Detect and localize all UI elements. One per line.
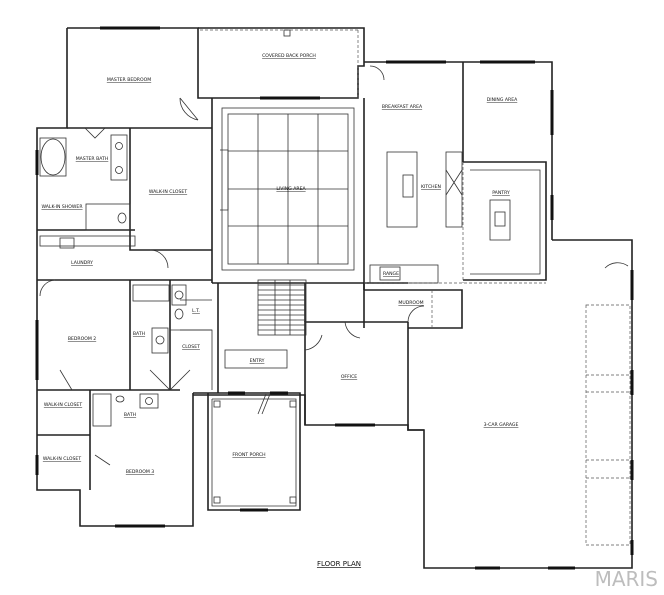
- label-walk-in-closet-master: WALK-IN CLOSET: [149, 189, 187, 195]
- watermark-text: MARIS: [594, 567, 658, 591]
- label-walk-in-shower: WALK-IN SHOWER: [41, 204, 83, 210]
- doors: [39, 65, 629, 466]
- label-range: RANGE: [383, 271, 399, 277]
- label-dining-area: DINING AREA: [487, 97, 518, 103]
- room-labels: COVERED BACK PORCH MASTER BEDROOM MASTER…: [41, 53, 518, 568]
- label-bedroom-3: BEDROOM 3: [126, 469, 154, 475]
- windows: [35, 26, 634, 570]
- label-closet: CLOSET: [182, 344, 200, 350]
- label-covered-back-porch: COVERED BACK PORCH: [262, 53, 316, 59]
- label-office: OFFICE: [341, 374, 357, 380]
- label-bedroom-2: BEDROOM 2: [68, 336, 96, 342]
- label-living-area: LIVING AREA: [276, 186, 306, 192]
- exterior-walls: [36, 27, 633, 569]
- label-garage: 3-CAR GARAGE: [484, 422, 519, 428]
- label-pantry: PANTRY: [492, 190, 510, 196]
- plan-title: FLOOR PLAN: [317, 560, 361, 568]
- label-walk-in-closet-2: WALK-IN CLOSET: [44, 402, 82, 408]
- fixtures: [39, 29, 511, 504]
- label-master-bedroom: MASTER BEDROOM: [107, 77, 151, 83]
- label-breakfast-area: BREAKFAST AREA: [382, 104, 423, 110]
- label-front-porch: FRONT PORCH: [232, 452, 265, 458]
- label-master-bath: MASTER BATH: [76, 156, 109, 162]
- label-laundry: LAUNDRY: [71, 260, 93, 266]
- label-bath-center: BATH: [133, 331, 145, 337]
- label-mudroom: MUDROOM: [398, 300, 423, 306]
- label-lt: L.T.: [192, 308, 200, 314]
- label-walk-in-closet-3: WALK-IN CLOSET: [43, 456, 81, 462]
- label-kitchen: KITCHEN: [421, 184, 441, 190]
- label-entry: ENTRY: [250, 358, 265, 364]
- label-bath-lower: BATH: [124, 412, 136, 418]
